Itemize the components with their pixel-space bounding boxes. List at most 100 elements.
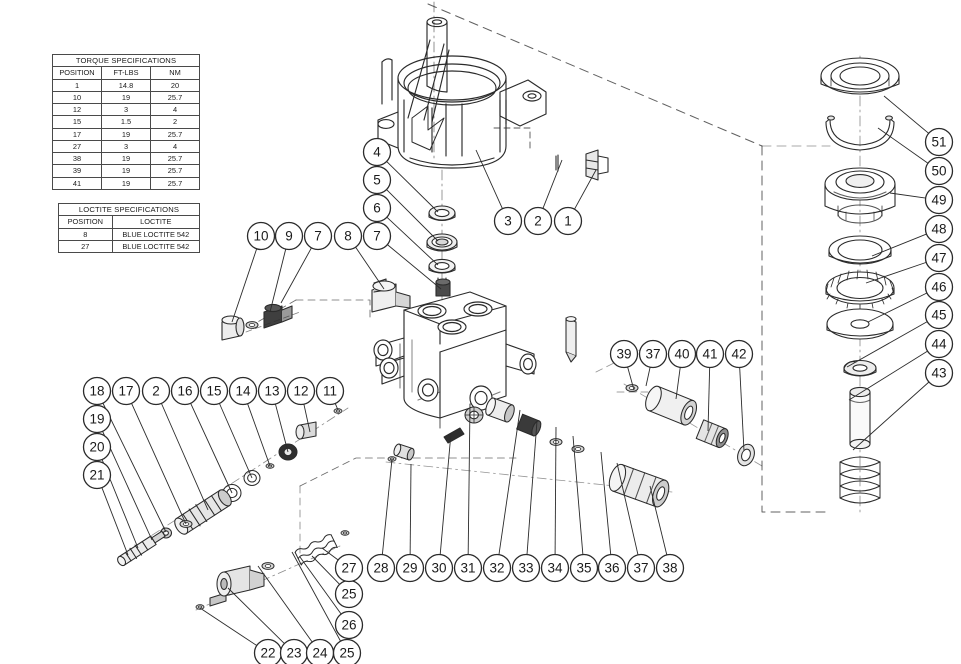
callout-bubble[interactable]: [246, 221, 276, 251]
callout-bubble[interactable]: [362, 193, 392, 223]
callout-7[interactable]: 7: [280, 221, 333, 304]
callout-43[interactable]: 43: [852, 358, 954, 451]
callout-12[interactable]: 12: [286, 376, 316, 433]
callout-19[interactable]: 19: [82, 404, 153, 541]
callout-bubble[interactable]: [82, 432, 112, 462]
callout-bubble[interactable]: [695, 339, 725, 369]
callout-bubble[interactable]: [257, 376, 287, 406]
callout-bubble[interactable]: [597, 553, 627, 583]
callout-bubble[interactable]: [111, 376, 141, 406]
callout-bubble[interactable]: [553, 206, 583, 236]
callout-15[interactable]: 15: [199, 376, 253, 479]
callout-5[interactable]: 5: [362, 165, 439, 242]
callout-bubble[interactable]: [924, 156, 954, 186]
callout-29[interactable]: 29: [395, 463, 425, 583]
callout-bubble[interactable]: [141, 376, 171, 406]
callout-bubble[interactable]: [924, 243, 954, 273]
callout-25[interactable]: 25: [291, 551, 362, 664]
callout-bubble[interactable]: [453, 553, 483, 583]
callout-bubble[interactable]: [82, 376, 112, 406]
callout-22[interactable]: 22: [199, 607, 283, 664]
callout-bubble[interactable]: [540, 553, 570, 583]
callout-7[interactable]: 7: [362, 221, 442, 290]
callout-25[interactable]: 25: [311, 555, 364, 609]
callout-bubble[interactable]: [655, 553, 685, 583]
callout-bubble[interactable]: [82, 460, 112, 490]
callout-bubble[interactable]: [626, 553, 656, 583]
callout-bubble[interactable]: [924, 127, 954, 157]
callout-27[interactable]: 27: [321, 547, 364, 583]
callout-37[interactable]: 37: [616, 462, 656, 583]
callout-bubble[interactable]: [511, 553, 541, 583]
callout-44[interactable]: 44: [848, 329, 954, 401]
callout-16[interactable]: 16: [170, 376, 233, 494]
callout-2[interactable]: 2: [523, 159, 563, 236]
callout-23[interactable]: 23: [227, 587, 309, 664]
callout-3[interactable]: 3: [475, 149, 523, 236]
callout-32[interactable]: 32: [482, 409, 521, 583]
callout-bubble[interactable]: [366, 553, 396, 583]
callout-10[interactable]: 10: [231, 221, 276, 323]
callout-bubble[interactable]: [569, 553, 599, 583]
callout-4[interactable]: 4: [362, 137, 439, 213]
callout-30[interactable]: 30: [424, 432, 454, 583]
callout-50[interactable]: 50: [877, 127, 954, 186]
callout-bubble[interactable]: [924, 185, 954, 215]
callout-bubble[interactable]: [924, 272, 954, 302]
callout-bubble[interactable]: [924, 300, 954, 330]
callout-36[interactable]: 36: [597, 451, 627, 583]
callout-bubble[interactable]: [332, 638, 362, 664]
callout-bubble[interactable]: [303, 221, 333, 251]
callout-39[interactable]: 39: [609, 339, 639, 391]
callout-31[interactable]: 31: [453, 403, 483, 583]
callout-42[interactable]: 42: [724, 339, 754, 452]
callout-38[interactable]: 38: [649, 485, 685, 583]
callout-bubble[interactable]: [362, 165, 392, 195]
callout-35[interactable]: 35: [569, 435, 599, 583]
callout-bubble[interactable]: [395, 553, 425, 583]
callout-bubble[interactable]: [333, 221, 363, 251]
callout-18[interactable]: 18: [82, 376, 167, 533]
callout-37[interactable]: 37: [638, 339, 668, 387]
callout-9[interactable]: 9: [269, 221, 304, 313]
callout-bubble[interactable]: [228, 376, 258, 406]
callout-34[interactable]: 34: [540, 426, 570, 583]
callout-bubble[interactable]: [482, 553, 512, 583]
callout-17[interactable]: 17: [111, 376, 187, 525]
callout-bubble[interactable]: [334, 610, 364, 640]
callout-47[interactable]: 47: [865, 243, 954, 284]
callout-bubble[interactable]: [924, 214, 954, 244]
callout-bubble[interactable]: [924, 329, 954, 359]
callout-bubble[interactable]: [199, 376, 229, 406]
callout-bubble[interactable]: [362, 221, 392, 251]
callout-bubble[interactable]: [334, 553, 364, 583]
callout-13[interactable]: 13: [257, 376, 289, 453]
callout-45[interactable]: 45: [846, 300, 954, 368]
callout-24[interactable]: 24: [257, 565, 335, 664]
callout-bubble[interactable]: [667, 339, 697, 369]
callout-bubble[interactable]: [286, 376, 316, 406]
callout-51[interactable]: 51: [883, 95, 954, 157]
callout-bubble[interactable]: [493, 206, 523, 236]
callout-bubble[interactable]: [924, 358, 954, 388]
callout-48[interactable]: 48: [871, 214, 954, 257]
callout-21[interactable]: 21: [82, 460, 129, 556]
callout-bubble[interactable]: [170, 376, 200, 406]
callout-49[interactable]: 49: [889, 185, 954, 215]
callout-bubble[interactable]: [424, 553, 454, 583]
callout-bubble[interactable]: [315, 376, 345, 406]
callout-26[interactable]: 26: [299, 556, 364, 640]
callout-bubble[interactable]: [274, 221, 304, 251]
callout-20[interactable]: 20: [82, 432, 139, 549]
callout-33[interactable]: 33: [511, 420, 541, 583]
callout-41[interactable]: 41: [695, 339, 725, 432]
callout-28[interactable]: 28: [366, 458, 396, 583]
callout-bubble[interactable]: [362, 137, 392, 167]
callout-6[interactable]: 6: [362, 193, 439, 266]
callout-11[interactable]: 11: [315, 376, 345, 411]
callout-40[interactable]: 40: [667, 339, 697, 400]
callout-bubble[interactable]: [523, 206, 553, 236]
callout-1[interactable]: 1: [553, 169, 597, 236]
callout-bubble[interactable]: [609, 339, 639, 369]
callout-bubble[interactable]: [724, 339, 754, 369]
